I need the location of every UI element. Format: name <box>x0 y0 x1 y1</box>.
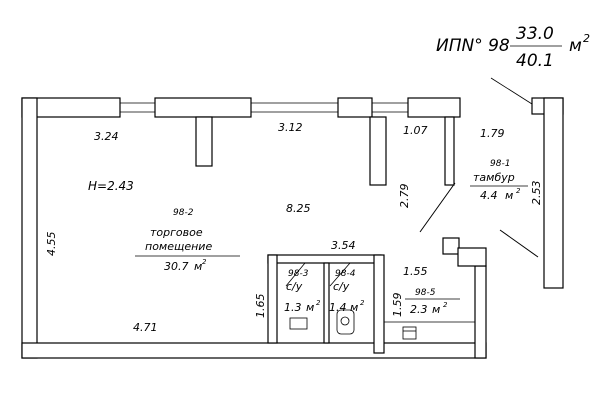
room-98-2-name1: торговое <box>150 226 203 239</box>
sink-98-5 <box>402 326 417 340</box>
partition-stub-2 <box>369 116 387 186</box>
dim-3-24: 3.24 <box>94 130 119 143</box>
room-98-5-sup: 2 <box>443 301 448 309</box>
toilet-2-bowl <box>340 316 350 326</box>
area-bottom: 40.1 <box>516 51 554 71</box>
room-98-4-unit: м <box>350 301 358 314</box>
room-98-1-id: 98-1 <box>490 159 510 169</box>
room-98-3-id: 98-3 <box>288 269 309 279</box>
door-vestibule <box>419 182 456 233</box>
wall-right-lower <box>474 265 487 359</box>
header-leader <box>490 77 533 105</box>
plan-code: ИПN° 98 <box>436 36 510 56</box>
room-98-3-name: с/у <box>286 280 303 293</box>
toilet-2 <box>336 309 355 335</box>
room-98-4-label: 98-4 с/у 1.4 м 2 <box>329 269 365 314</box>
dim-1-79: 1.79 <box>480 127 505 140</box>
wall-top-pier-2 <box>337 97 373 118</box>
diag-98-3 <box>285 262 306 287</box>
room-98-3-unit: м <box>306 301 314 314</box>
dim-3-12: 3.12 <box>278 121 303 134</box>
dim-2-53: 2.53 <box>530 181 543 206</box>
wall-top-pier-1 <box>154 97 252 118</box>
bath-wall-left <box>267 254 278 344</box>
room-98-4-id: 98-4 <box>335 269 356 279</box>
room-98-3-sup: 2 <box>316 299 321 307</box>
area-top: 33.0 <box>516 24 554 44</box>
dim-2-79: 2.79 <box>398 184 411 209</box>
room-98-4-sup: 2 <box>360 299 365 307</box>
doors <box>419 182 539 258</box>
area-unit: м <box>569 36 582 56</box>
room-98-2-id: 98-2 <box>173 208 194 218</box>
room-98-3-area: 1.3 <box>284 301 302 314</box>
room-98-5-unit: м <box>432 303 440 316</box>
wall-top-right <box>407 97 461 118</box>
partition-block-2 <box>457 247 487 267</box>
partition-stub-1 <box>195 116 213 167</box>
room-98-2-sup: 2 <box>202 258 207 266</box>
wall-bottom <box>21 342 487 359</box>
room-98-1-unit: м <box>505 189 513 202</box>
room-98-5-label: 98-5 2.3 м 2 <box>405 288 460 316</box>
bath-wall-top <box>267 254 382 264</box>
room-98-4-name: с/у <box>333 280 350 293</box>
room-98-3-label: 98-3 с/у 1.3 м 2 <box>284 269 321 314</box>
fixtures <box>289 309 417 340</box>
room-98-2-name2: помещение <box>145 240 212 253</box>
plan-header: ИПN° 98 33.0 40.1 м 2 <box>436 24 590 105</box>
door-side <box>499 229 539 258</box>
walls <box>21 97 564 359</box>
bath-wall-right <box>373 254 385 354</box>
wall-right-vertical <box>543 97 564 289</box>
dim-8-25: 8.25 <box>286 202 311 215</box>
room-98-4-area: 1.4 <box>329 301 347 314</box>
bath-divider <box>323 262 330 344</box>
room-98-1-label: 98-1 тамбур 4.4 м 2 <box>470 159 528 202</box>
room-98-5-id: 98-5 <box>415 288 436 298</box>
room-98-1-name: тамбур <box>473 171 515 184</box>
room-98-1-sup: 2 <box>516 187 521 195</box>
windows <box>120 102 408 113</box>
room-98-5-area: 2.3 <box>410 303 428 316</box>
dim-4-71: 4.71 <box>133 321 158 334</box>
room-98-2-unit: м <box>194 260 202 273</box>
room-98-1-area: 4.4 <box>480 189 498 202</box>
dim-1-59: 1.59 <box>391 293 404 318</box>
dim-4-55: 4.55 <box>45 232 58 257</box>
dim-1-07: 1.07 <box>403 124 428 137</box>
partition-vestibule <box>444 116 455 186</box>
ceiling-height: H=2.43 <box>88 179 134 193</box>
partition-block <box>442 237 460 255</box>
area-unit-sup: 2 <box>583 32 590 45</box>
dim-3-54: 3.54 <box>331 239 356 252</box>
toilet-1 <box>289 317 308 330</box>
dimensions: 3.24 3.12 1.07 1.79 8.25 2.79 2.53 4.55 … <box>45 121 543 334</box>
dim-1-55: 1.55 <box>403 265 428 278</box>
wall-left <box>21 97 38 359</box>
diag-98-4 <box>329 262 351 287</box>
room-98-2-label: 98-2 торговое помещение 30.7 м 2 <box>135 208 240 273</box>
room-98-2-area: 30.7 <box>164 260 189 273</box>
dim-1-65: 1.65 <box>254 294 267 319</box>
